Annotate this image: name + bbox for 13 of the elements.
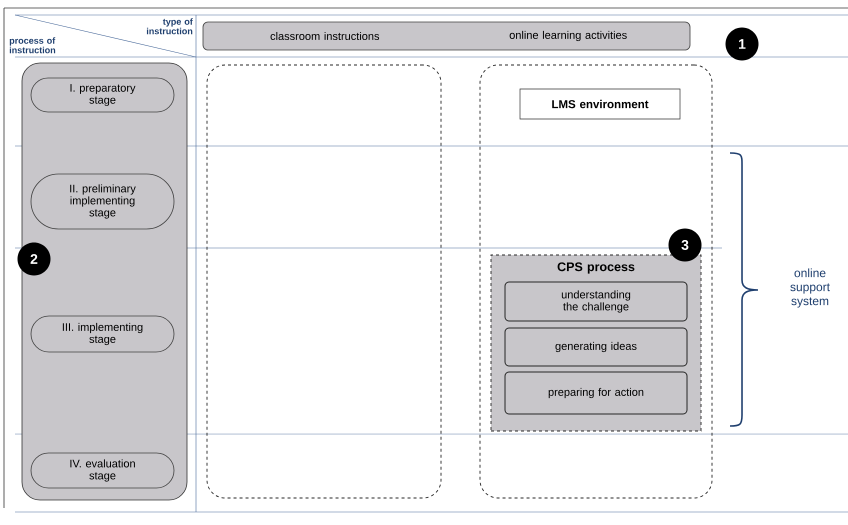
dashed-panel <box>480 64 712 498</box>
axis-heading: type of instruction <box>146 18 193 34</box>
process-step-box: preparing for action <box>504 372 688 414</box>
callout-number: 3 <box>668 228 702 262</box>
axis-heading: process of instruction <box>10 37 56 54</box>
callout-number: 2 <box>18 242 50 276</box>
bracket-label: online support system <box>790 268 830 308</box>
process-step-box: generating ideas <box>504 328 688 366</box>
dashed-panel <box>206 64 442 498</box>
process-step-box: understanding the challenge <box>504 282 688 322</box>
environment-box: LMS environment <box>520 88 680 120</box>
callout-number: 1 <box>726 28 758 60</box>
header-bar: classroom instructions online learning activities <box>202 22 690 50</box>
